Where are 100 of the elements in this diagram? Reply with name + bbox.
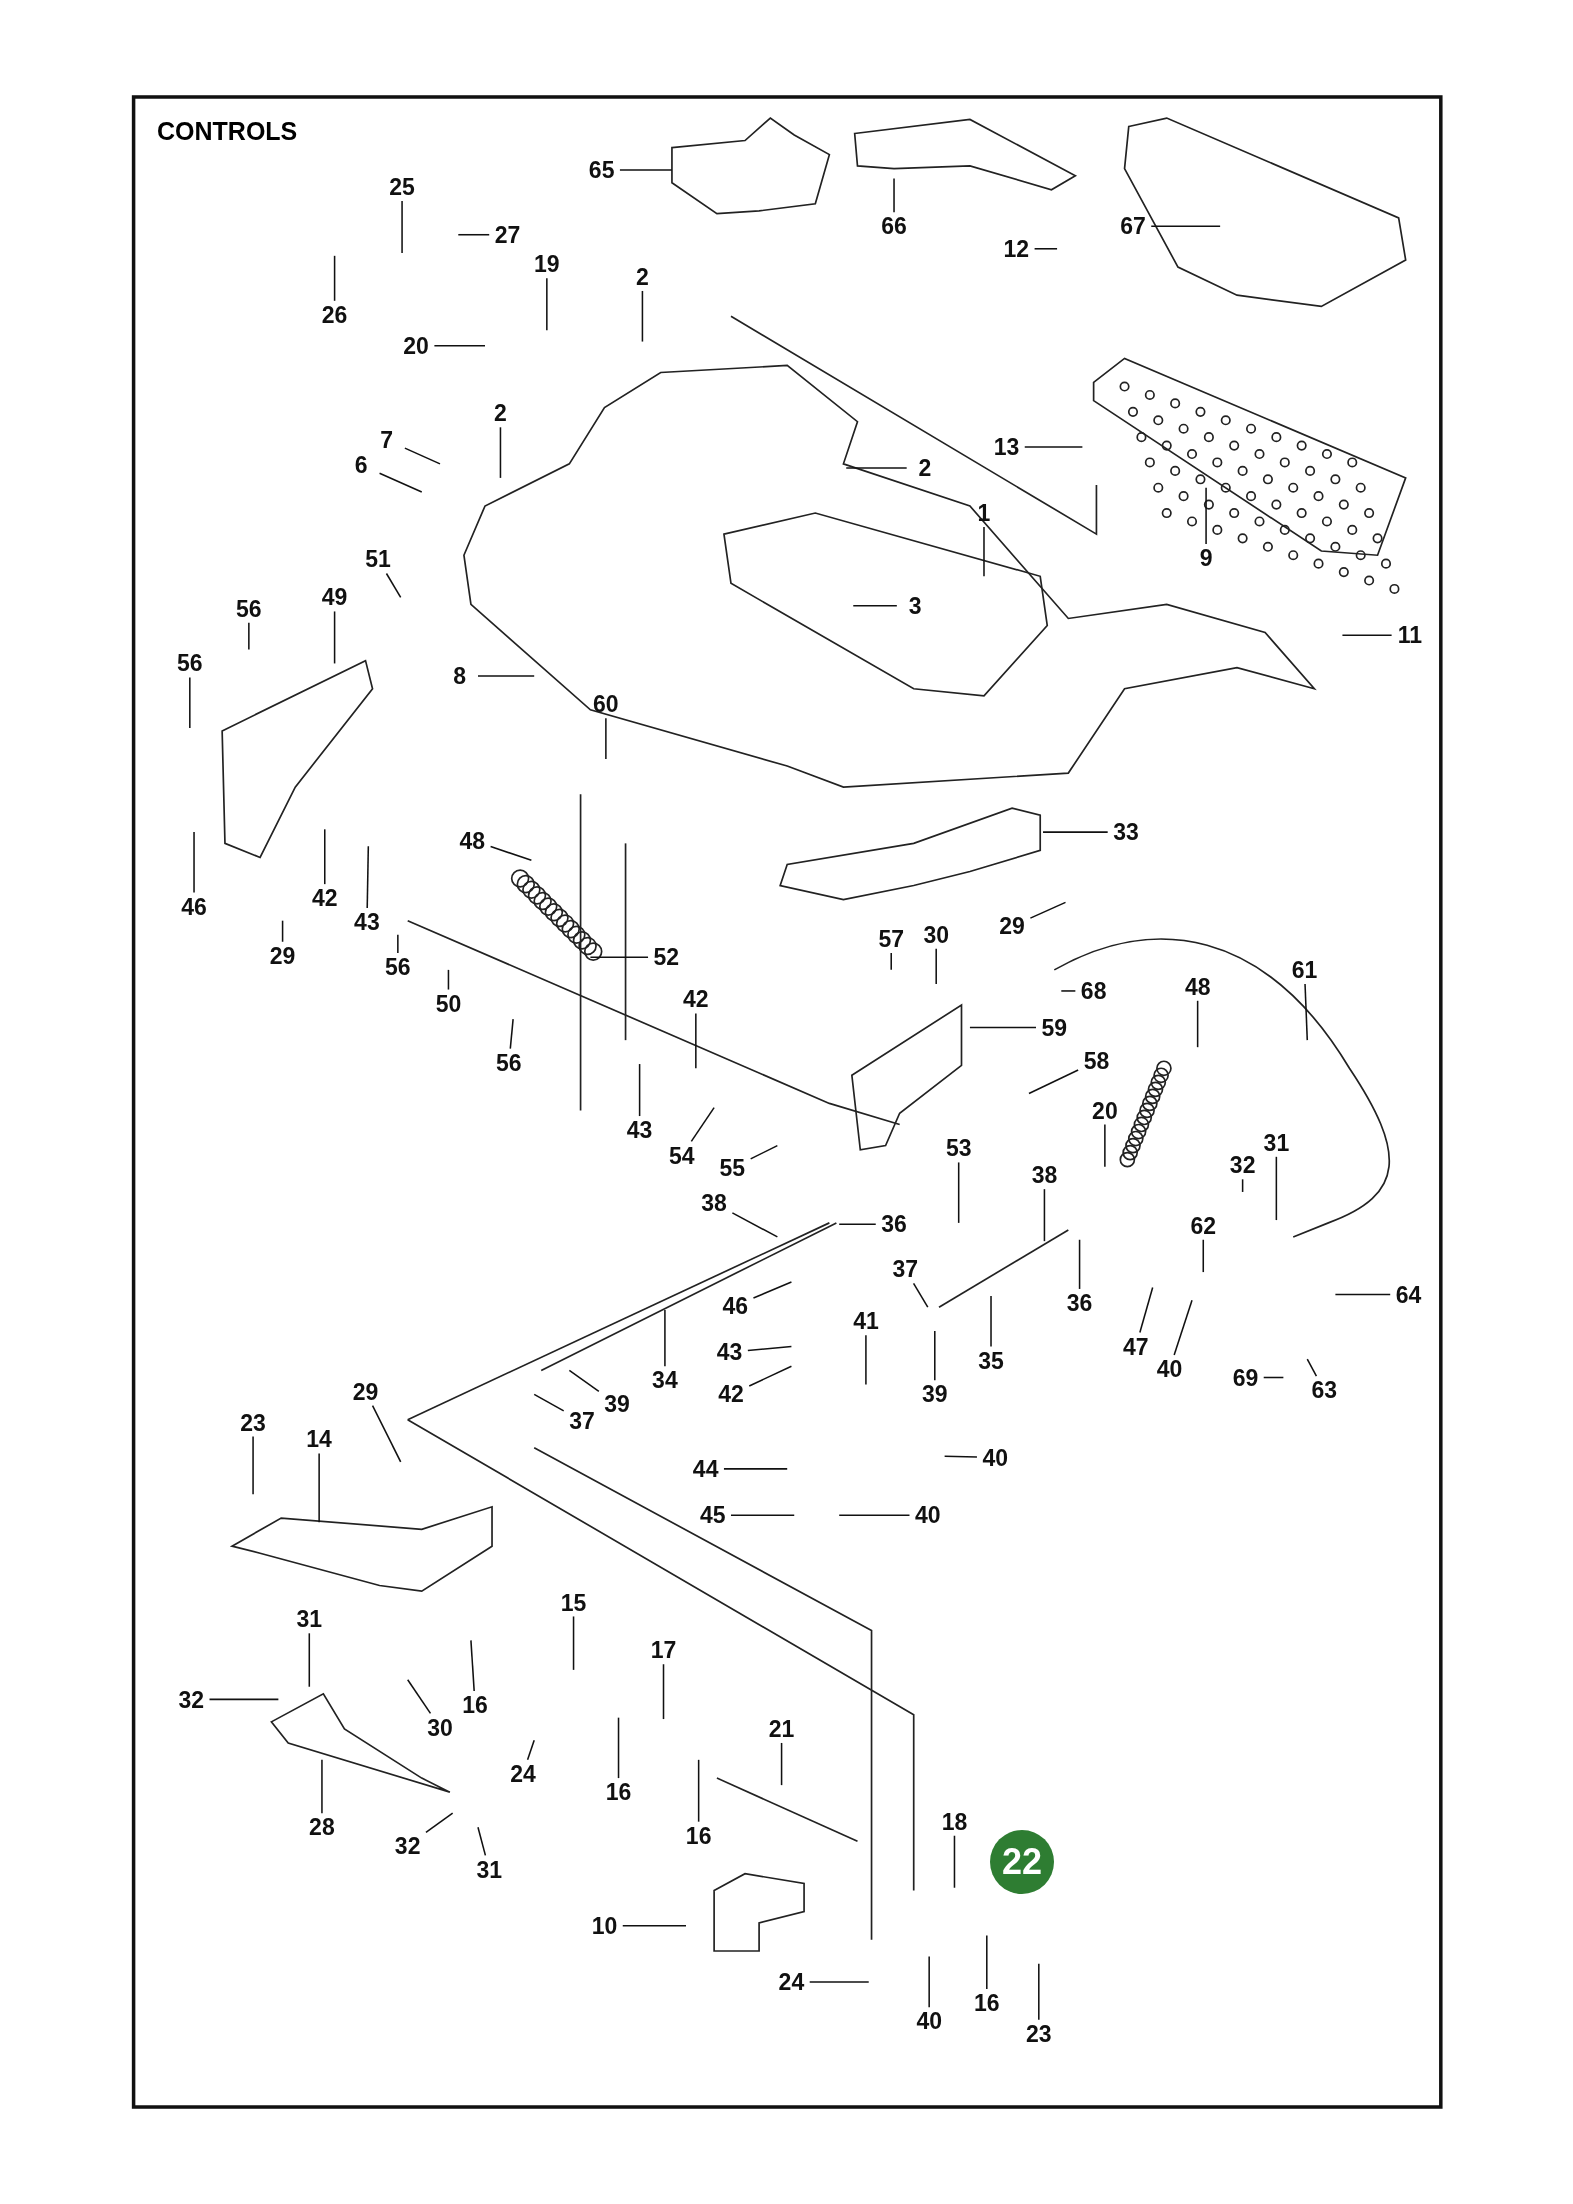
callout-number: 60 [591, 691, 621, 718]
leader-line [664, 1309, 666, 1368]
callout-number: 44 [690, 1455, 721, 1482]
callout-number: 34 [650, 1367, 680, 1394]
leader-line [752, 1281, 793, 1299]
callout-number: 16 [460, 1692, 490, 1719]
leader-line [533, 1393, 565, 1412]
callout-number: 68 [1078, 978, 1109, 1005]
callout-number: 42 [716, 1381, 746, 1408]
callout-number: 23 [238, 1409, 268, 1436]
callout-number: 66 [879, 213, 909, 240]
callout-number: 36 [1064, 1290, 1095, 1317]
callout-number: 58 [1081, 1048, 1112, 1075]
leader-line [425, 1812, 454, 1834]
callout-number: 57 [876, 926, 906, 952]
callout-number: 12 [1001, 235, 1032, 262]
leader-line [723, 1468, 788, 1470]
leader-line [333, 610, 336, 665]
callout-number: 10 [589, 1912, 620, 1939]
callout-number: 45 [697, 1502, 728, 1529]
callout-number: 16 [603, 1779, 634, 1806]
leader-line [1202, 1238, 1205, 1273]
leader-line [957, 1161, 960, 1224]
callout-number: 8 [451, 663, 469, 690]
leader-line [928, 1955, 930, 2008]
callout-number: 59 [1039, 1014, 1070, 1041]
leader-line [447, 969, 450, 991]
callout-number: 56 [383, 954, 413, 981]
callout-number: 11 [1395, 622, 1425, 649]
callout-number: 54 [666, 1142, 697, 1169]
leader-line [433, 345, 486, 347]
leader-line [986, 1934, 988, 1990]
leader-line [1028, 1069, 1079, 1095]
callout-number: 7 [378, 427, 395, 453]
callout-number: 16 [972, 1990, 1002, 2017]
callout-number: 30 [425, 1714, 455, 1741]
callout-number: 46 [179, 893, 209, 920]
callout-number: 65 [586, 157, 617, 184]
callout-number: 39 [602, 1391, 632, 1418]
leader-line [934, 1330, 936, 1382]
callout-number: 40 [914, 2008, 944, 2035]
leader-line [371, 1404, 402, 1463]
leader-line [248, 621, 250, 651]
callout-number: 15 [558, 1589, 589, 1616]
leader-line [1173, 1299, 1193, 1356]
leader-line [568, 1369, 600, 1393]
leader-line [730, 1514, 795, 1517]
callout-number: 19 [532, 251, 562, 278]
leader-line [890, 952, 892, 971]
callout-number: 64 [1393, 1281, 1424, 1308]
callout-number: 25 [387, 173, 417, 200]
leader-line [457, 233, 490, 236]
leader-line [621, 1924, 687, 1927]
leader-line [1104, 1123, 1106, 1168]
leader-line [489, 845, 533, 861]
leader-line [1029, 901, 1067, 919]
callout-number: 1 [975, 500, 993, 527]
leader-line [193, 831, 195, 894]
leader-line [281, 919, 284, 943]
callout-number: 40 [912, 1502, 943, 1529]
leader-line [1042, 831, 1109, 833]
leader-line [1341, 634, 1393, 637]
leader-line [865, 1334, 867, 1386]
callout-number: 23 [1024, 2021, 1054, 2048]
callout-number: 63 [1309, 1377, 1339, 1404]
callout-number: 36 [879, 1211, 909, 1238]
callout-number: 27 [492, 221, 523, 248]
callout-number: 20 [401, 332, 431, 359]
callout-number: 56 [234, 595, 264, 622]
callout-number: 38 [1029, 1162, 1060, 1189]
callout-number: 28 [307, 1814, 337, 1841]
leader-line [1334, 1293, 1391, 1296]
callout-number: 29 [997, 913, 1027, 940]
leader-line [662, 1663, 665, 1720]
callout-number: 37 [890, 1256, 921, 1283]
leader-line [912, 1282, 929, 1308]
leader-line [252, 1435, 254, 1495]
leader-line [1060, 990, 1077, 992]
leader-line [617, 1716, 620, 1779]
callout-number: 13 [991, 434, 1022, 460]
leader-line [638, 1063, 641, 1117]
leader-line [470, 1639, 475, 1692]
leader-line [749, 1144, 779, 1160]
leader-line [852, 605, 898, 607]
callout-number: 51 [363, 546, 393, 573]
callout-number: 31 [474, 1856, 504, 1883]
leader-line [695, 1012, 697, 1070]
leader-line [324, 828, 326, 885]
callout-number: 56 [174, 650, 205, 677]
leader-line [397, 933, 399, 954]
leader-line [838, 1223, 877, 1226]
leader-line [990, 1295, 992, 1348]
callout-number: 46 [720, 1292, 750, 1319]
leader-line [1033, 248, 1058, 250]
callout-number: 29 [267, 942, 298, 969]
callout-number: 17 [648, 1637, 679, 1664]
leader-line [1275, 1156, 1278, 1221]
callout-number: 48 [457, 827, 488, 854]
leader-line [477, 1826, 487, 1857]
leader-line [189, 676, 191, 729]
